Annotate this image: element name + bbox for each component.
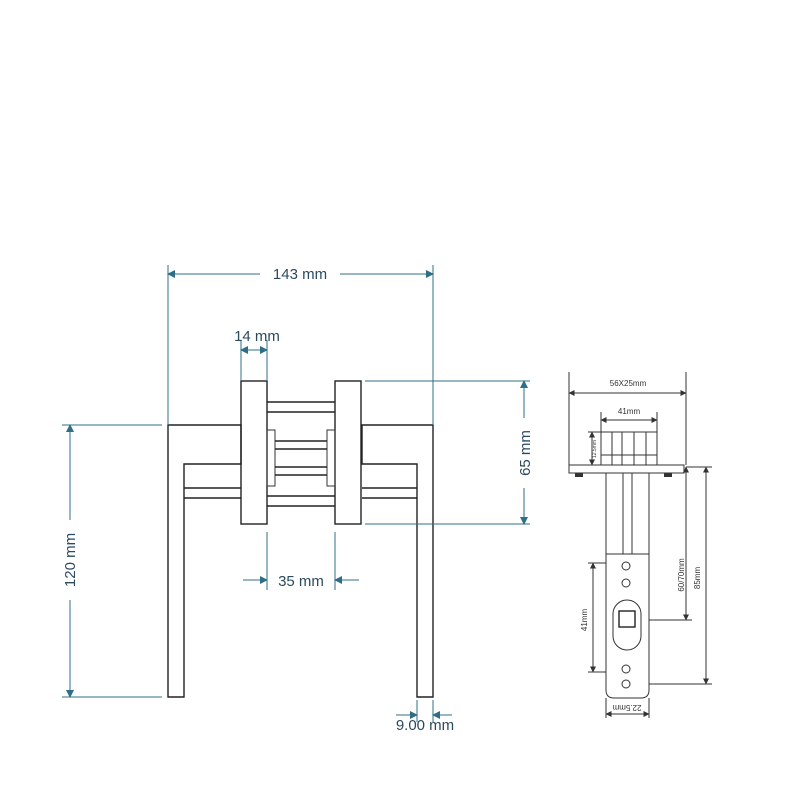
lever-dimensions: 143 mm 14 mm 65 mm 35 mm 120 mm 9.00 mm [62, 265, 534, 734]
latch-body [605, 472, 650, 555]
right-rose [334, 380, 362, 525]
dim-14mm: 14 mm [234, 328, 280, 345]
dim-9mm: 9.00 mm [396, 717, 454, 734]
latch-faceplate [568, 464, 685, 474]
dim-120mm: 120 mm [62, 533, 79, 587]
latch-drawing [568, 431, 685, 699]
dim-56x25mm: 56X25mm [610, 379, 647, 388]
spindle-bars [267, 401, 335, 507]
dim-35mm: 35 mm [278, 573, 324, 590]
dim-22-5mm: 22.5mm [612, 703, 641, 712]
dim-85mm: 85mm [693, 567, 702, 590]
latch-spindle-hole [618, 610, 636, 628]
dim-41mm-vertical: 41mm [580, 609, 589, 632]
left-rose [240, 380, 268, 525]
dim-60-70mm: 60/70mm [677, 558, 686, 592]
left-lever [167, 424, 242, 698]
latch-dimensions: 56X25mm 41mm 12.5mm 60/70mm 85mm 41mm 22… [568, 372, 712, 718]
latch-bolt [600, 431, 658, 466]
dim-41mm-top: 41mm [618, 407, 641, 416]
right-lever [361, 424, 434, 698]
latch-plate [605, 553, 650, 699]
dim-143mm: 143 mm [273, 266, 327, 283]
lever-handle-drawing [167, 380, 434, 698]
dim-12-5mm: 12.5mm [592, 440, 598, 458]
dim-65mm: 65 mm [517, 430, 534, 476]
